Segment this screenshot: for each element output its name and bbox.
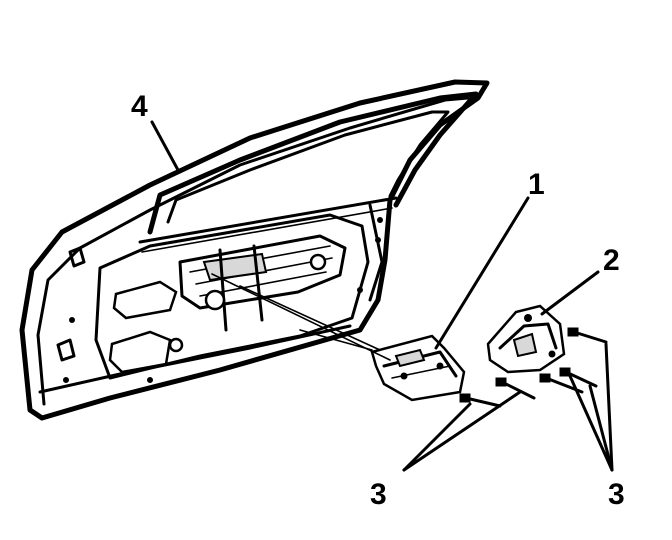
leader-3-left-b — [402, 390, 522, 472]
callout-label-1: 1 — [528, 168, 545, 201]
hinge-tab-lower — [68, 246, 86, 268]
window-regulator — [168, 234, 347, 353]
door-inner-panel-opening — [94, 213, 370, 380]
leader-3-right-b — [568, 374, 614, 472]
leader-2 — [540, 270, 600, 316]
bolt-right-1 — [572, 330, 608, 344]
window-belt-line-lower — [141, 207, 393, 253]
callout-label-2: 2 — [603, 244, 620, 277]
bolt-right-3 — [564, 370, 598, 388]
leader-1 — [434, 196, 530, 350]
access-hole-upper — [112, 280, 178, 320]
hinge-tab-upper — [56, 338, 76, 362]
bolt-left-2 — [500, 380, 536, 400]
door-latch — [486, 304, 566, 374]
door-rear-edge — [368, 203, 384, 302]
window-frame-outer — [147, 91, 479, 235]
alignment-lines — [211, 273, 391, 361]
bolt-left-1 — [464, 396, 502, 408]
door-assembly — [19, 79, 490, 421]
door-sill-line — [38, 324, 352, 394]
leader-3-left-a — [402, 402, 472, 472]
leader-3-right-a — [604, 342, 614, 472]
callout-label-3-left: 3 — [370, 478, 387, 511]
leader-3-right-c — [588, 384, 614, 472]
leader-4 — [150, 120, 180, 172]
window-belt-line — [138, 196, 398, 244]
door-bracket — [370, 334, 466, 402]
window-frame-inner — [166, 110, 450, 224]
leader-lines — [150, 120, 614, 472]
door-inner-edge — [36, 96, 470, 406]
callout-label-3-right: 3 — [608, 478, 625, 511]
callout-label-4: 4 — [131, 90, 148, 123]
